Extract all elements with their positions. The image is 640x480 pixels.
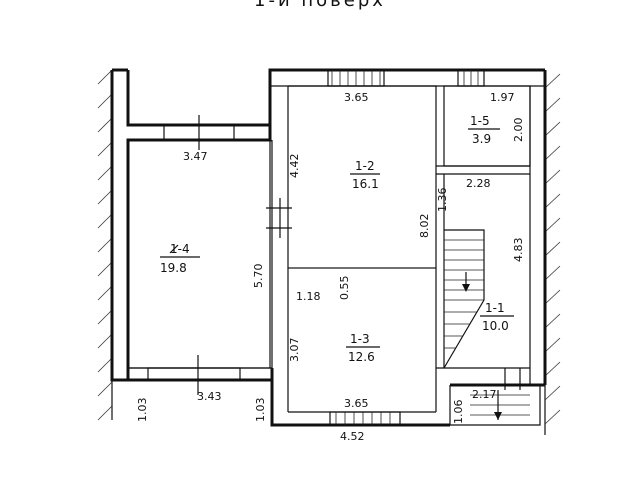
room-area: 16.1 (352, 177, 379, 191)
room-area: 19.8 (160, 261, 187, 275)
left-exterior-hatch (97, 69, 113, 421)
room-number: 1-5 (470, 114, 490, 128)
dim-1.18: 1.18 (296, 290, 321, 303)
windows (147, 69, 521, 426)
room-1-1: 1-1 10.0 (480, 301, 514, 333)
dim-3.07: 3.07 (288, 338, 301, 363)
dim-3.65-bottom: 3.65 (344, 397, 369, 410)
room-number: 1-2 (355, 159, 375, 173)
dim-4.83: 4.83 (512, 238, 525, 263)
staircase (443, 229, 530, 420)
dim-2.00: 2.00 (512, 118, 525, 143)
dim-1.06: 1.06 (452, 400, 465, 425)
room-1-3: 1-3 12.6 (346, 332, 380, 364)
floor-title: 1-й поверх (254, 0, 386, 11)
room-1-4: 1-4 19.8 (160, 242, 200, 275)
room-number: 1-1 (485, 301, 505, 315)
dim-1.03-left: 1.03 (136, 398, 149, 423)
dim-2.28: 2.28 (466, 177, 491, 190)
dim-4.42: 4.42 (288, 154, 301, 179)
dim-0.55: 0.55 (338, 276, 351, 301)
room-1-5: 1-5 3.9 (468, 114, 500, 146)
dim-4.52: 4.52 (340, 430, 365, 443)
room-number: 1-4 (170, 242, 190, 256)
dim-1.97: 1.97 (490, 91, 515, 104)
dim-3.43: 3.43 (197, 390, 222, 403)
dim-8.02: 8.02 (418, 214, 431, 239)
room-area: 12.6 (348, 350, 375, 364)
right-exterior-hatch (544, 70, 561, 435)
dim-1.36: 1.36 (436, 188, 449, 213)
dimension-labels: 3.47 3.43 5.70 3.65 4.42 1.97 2.00 2.28 … (136, 91, 525, 443)
room-area: 3.9 (472, 132, 491, 146)
dim-3.65-top: 3.65 (344, 91, 369, 104)
room-1-2: 1-2 16.1 (350, 159, 380, 191)
dim-2.17: 2.17 (472, 388, 497, 401)
dim-1.03-right: 1.03 (254, 398, 267, 423)
dim-3.47: 3.47 (183, 150, 208, 163)
dim-5.70: 5.70 (252, 264, 265, 289)
room-area: 10.0 (482, 319, 509, 333)
room-number: 1-3 (350, 332, 370, 346)
